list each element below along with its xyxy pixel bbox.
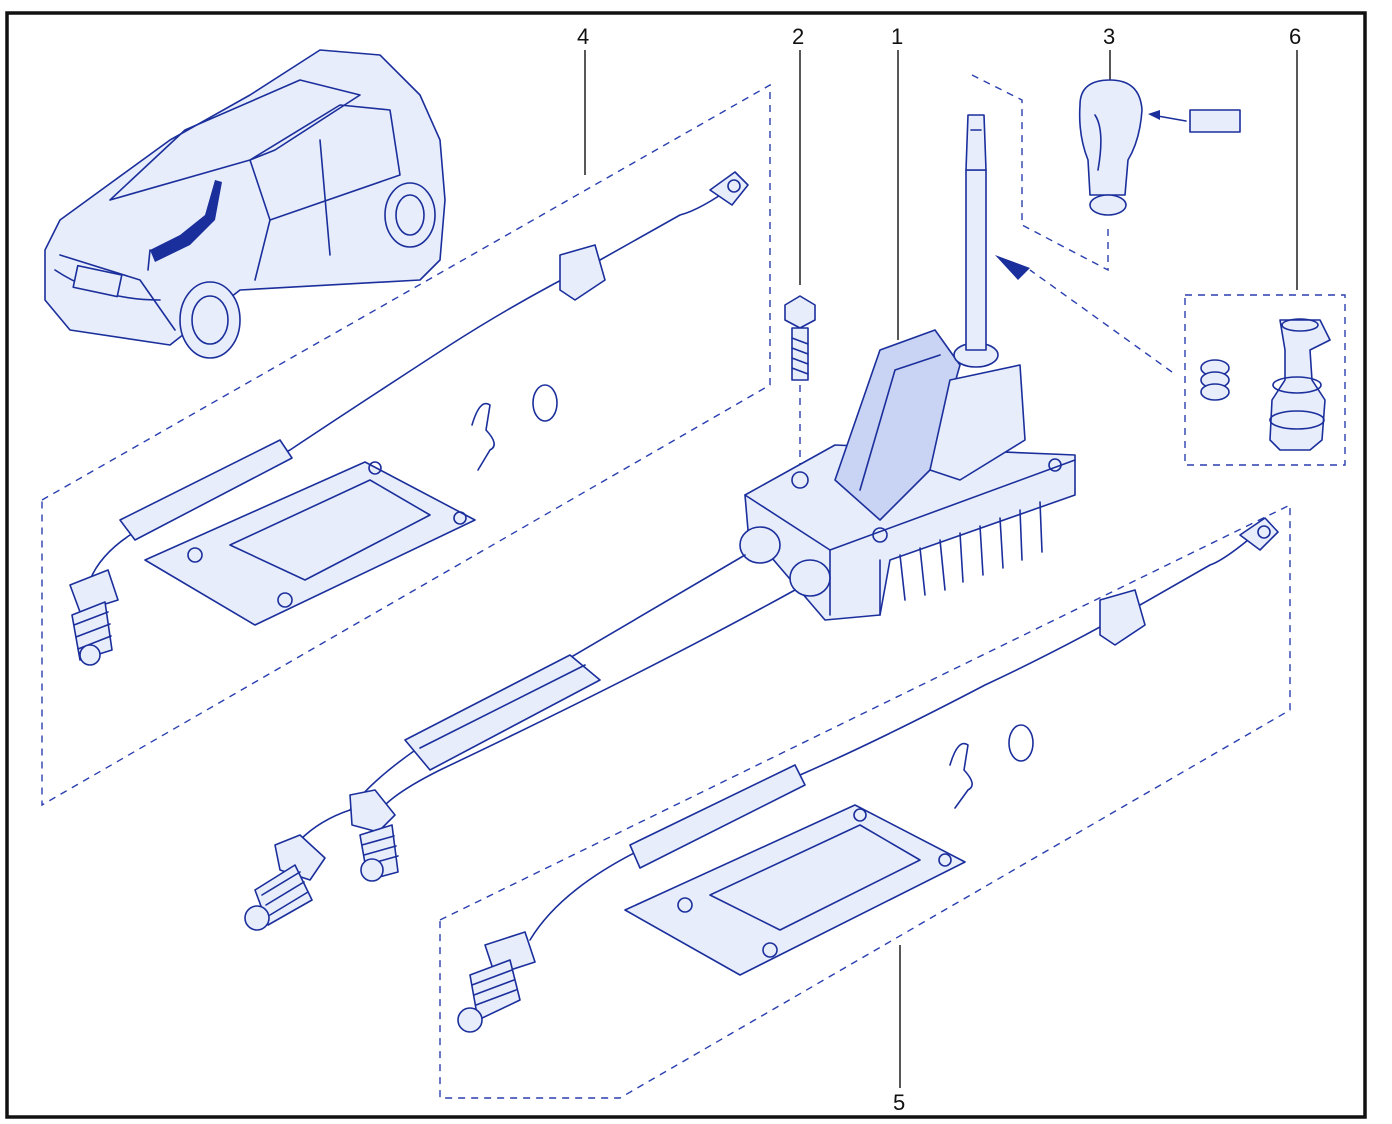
callout-2: 2 [792,24,804,285]
callout-label-3: 3 [1103,24,1115,49]
callout-label-6: 6 [1289,24,1301,49]
gear-knob [995,79,1241,280]
cable-kit-5 [457,517,1279,1033]
callout-label-2: 2 [792,24,804,49]
cable-routing-highlight [150,180,222,262]
direction-arrow [995,255,1030,280]
callout-label-4: 4 [577,24,589,49]
kit-4-outline [41,83,771,807]
cable-kit-4 [69,171,749,666]
callout-3: 3 [1103,24,1115,80]
callout-label-5: 5 [893,1090,905,1115]
callout-4: 4 [577,24,589,175]
bolt [784,295,816,381]
callout-6: 6 [1289,24,1301,290]
kit-5-outline [439,503,1291,1099]
kit6-connection-line [1029,269,1173,373]
callout-label-1: 1 [891,24,903,49]
shifter-cables [244,554,796,931]
diagram-border [5,11,1367,1119]
knob-connection-line [971,74,1109,272]
callout-1: 1 [891,24,903,340]
label-sticker [1189,109,1241,133]
gear-shifter-assembly [739,114,1076,621]
kit-6-outline [1184,294,1346,466]
car-illustration [44,49,446,359]
callout-5: 5 [893,945,905,1115]
boot-kit-6 [1200,318,1331,451]
